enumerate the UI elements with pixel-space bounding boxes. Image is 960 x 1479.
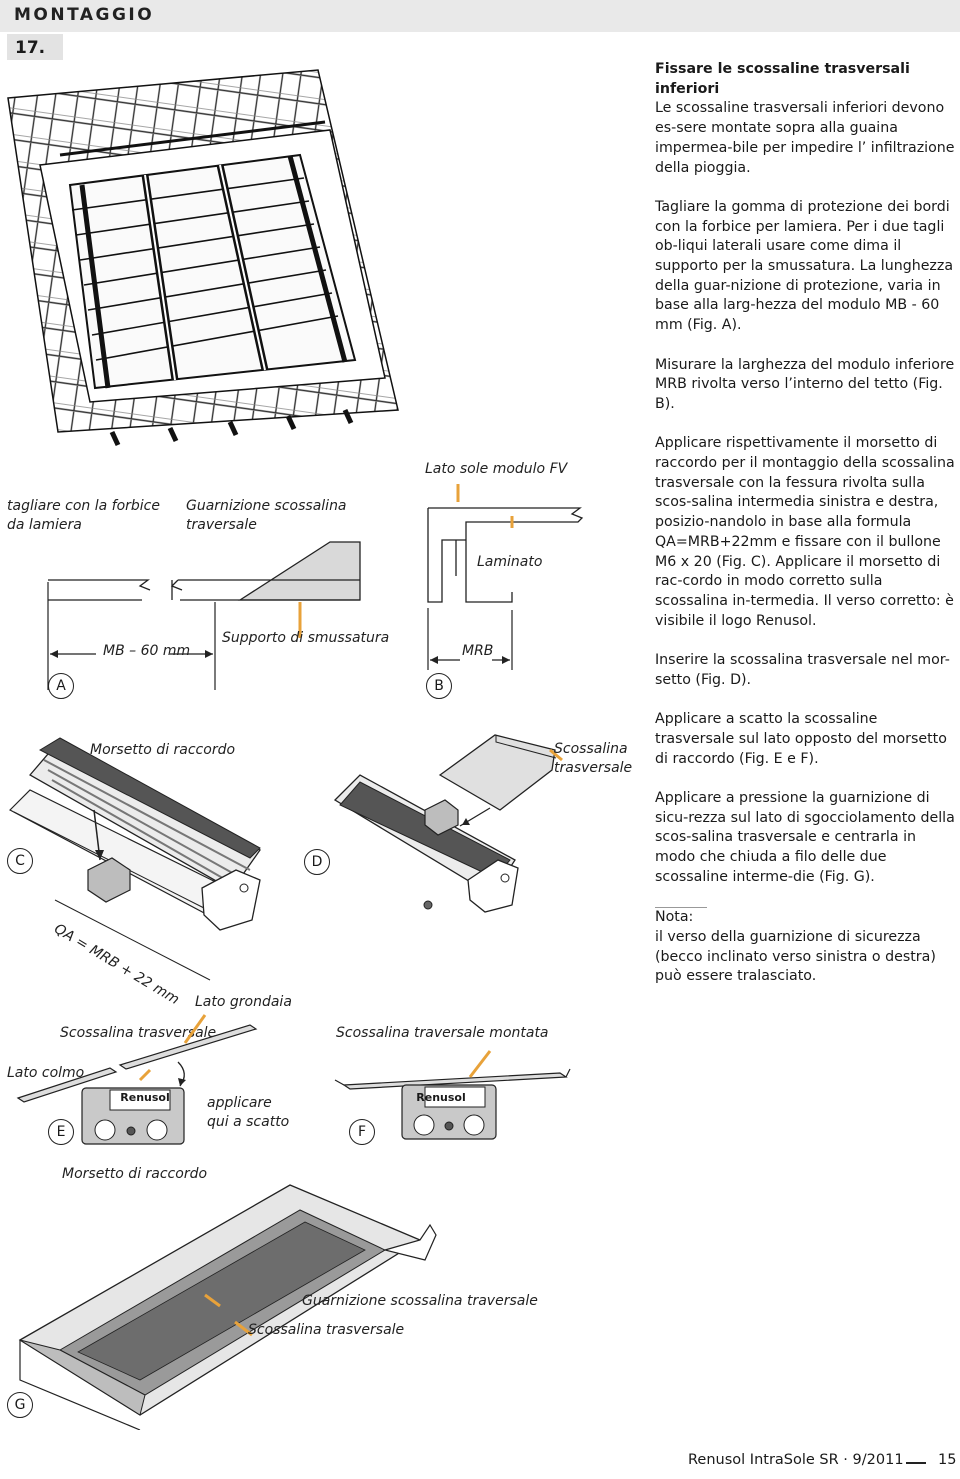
figure-c-marker: C (7, 848, 33, 874)
figure-a-marker: A (48, 673, 74, 699)
section-title: MONTAGGIO (14, 5, 155, 25)
figure-g-marker: G (7, 1392, 33, 1418)
figure-e-drawing (16, 1014, 258, 1145)
mounted-label: Scossalina traversale montata (336, 1025, 549, 1041)
figure-a-drawing (47, 541, 361, 690)
paragraph-3: Misurare la larghezza del modulo inferio… (655, 356, 955, 412)
renusol-logo-e: Renusol (120, 1091, 170, 1104)
figure-d-drawing (333, 734, 563, 913)
figure-e-marker: E (48, 1119, 74, 1145)
figure-d-marker: D (304, 849, 330, 875)
gasket-label: Guarnizione scossalina traversale (186, 498, 347, 533)
renusol-logo-f: Renusol (416, 1091, 466, 1104)
step-number: 17. (15, 38, 46, 58)
figure-b-drawing (427, 484, 584, 670)
mrb-label: MRB (462, 643, 494, 659)
dimension-label: MB – 60 mm (103, 643, 191, 659)
cut-label: tagliare con la forbice da lamiera (7, 498, 160, 533)
footer-divider (906, 1462, 926, 1464)
figure-g-drawing (18, 1184, 437, 1430)
figure-b-marker: B (426, 673, 452, 699)
sun-side-label: Lato sole modulo FV (425, 461, 568, 477)
header-bar (0, 0, 960, 32)
footer-publication: Renusol IntraSole SR · 9/2011 (688, 1452, 904, 1468)
ridge-label: Lato colmo (7, 1065, 85, 1081)
snap-label: applicare qui a scatto (207, 1095, 290, 1130)
paragraph-2: Tagliare la gomma di protezione dei bord… (655, 198, 954, 334)
clamp-label-e: Morsetto di raccordo (62, 1166, 208, 1182)
figure-c-drawing (9, 737, 261, 981)
instructions-heading: Fissare le scossaline trasversali inferi… (655, 61, 910, 97)
pv-modules (68, 153, 357, 390)
eaves-label: Lato grondaia (195, 994, 292, 1010)
note-text: il verso della guarnizione di sicurezza … (655, 928, 936, 985)
step-box (7, 34, 63, 60)
instructions: Fissare le scossaline trasversali inferi… (655, 60, 955, 987)
figure-f-drawing (334, 1050, 571, 1140)
paragraph-5: Inserire la scossalina trasversale nel m… (655, 652, 950, 688)
flashing-label-g: Scossalina trasversale (248, 1322, 405, 1338)
flashing-label-d: Scossalina trasversale (554, 741, 633, 776)
paragraph-1: Le scossaline trasversali inferiori devo… (655, 100, 955, 176)
support-label: Supporto di smussatura (222, 630, 390, 646)
laminate-label: Laminato (477, 554, 543, 570)
figure-f-marker: F (349, 1119, 375, 1145)
flashing-label-e: Scossalina trasversale (60, 1025, 217, 1041)
clamp-label-c: Morsetto di raccordo (90, 742, 236, 758)
paragraph-4: Applicare rispettivamente il morsetto di… (655, 435, 955, 629)
gasket-label-g: Guarnizione scossalina traversale (302, 1293, 538, 1309)
paragraph-7: Applicare a pressione la guarnizione di … (655, 789, 955, 885)
roof-illustration (7, 69, 399, 447)
paragraph-6: Applicare a scatto la scossaline trasver… (655, 711, 947, 767)
note-title: Nota: (655, 909, 694, 926)
page-number: 15 (938, 1452, 957, 1468)
